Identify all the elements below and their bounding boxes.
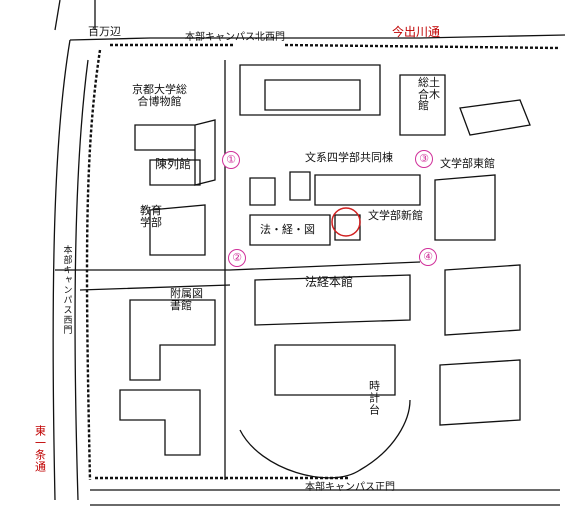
label-hokei-honkan: 法経本館 bbox=[305, 275, 354, 289]
road-higashi-ichijo bbox=[55, 261, 421, 291]
marker-4: ④ bbox=[419, 248, 437, 266]
building-small-1 bbox=[249, 171, 311, 206]
label-main-gate: 本部キャンパス正門 bbox=[305, 482, 395, 493]
building-hokei-honkan bbox=[254, 274, 411, 326]
label-north-west-gate: 本部キャンパス北西門 bbox=[185, 32, 285, 43]
road-south bbox=[90, 489, 560, 506]
label-bungakubu-higashikan: 文学部東館 bbox=[440, 157, 495, 170]
clock-tower-lawn bbox=[239, 399, 411, 479]
hedge-top bbox=[110, 43, 561, 50]
highlight-circle-bungakubu-shinkan bbox=[331, 207, 361, 237]
building-doboku bbox=[399, 74, 446, 136]
label-ho-kei-zu: 法・経・図 bbox=[260, 223, 315, 236]
label-bungakubu-shinkan: 文学部新館 bbox=[368, 209, 423, 222]
label-doboku-sogokan: 総土合木館 bbox=[418, 76, 440, 113]
label-tokeidai: 時計台 bbox=[367, 380, 381, 416]
label-chinretsukan: 陳列館 bbox=[155, 157, 192, 171]
building-south-west bbox=[119, 389, 201, 456]
building-ne bbox=[459, 99, 531, 136]
building-hokeizu bbox=[249, 214, 331, 246]
building-museum bbox=[134, 119, 216, 186]
building-north-main bbox=[239, 64, 381, 116]
building-east-1 bbox=[444, 264, 521, 336]
building-chinretsukan bbox=[149, 159, 201, 186]
building-tokeidai bbox=[274, 344, 396, 396]
label-higashi-ichijo-dori: 東一条通 bbox=[33, 425, 47, 473]
building-library bbox=[129, 299, 216, 381]
label-fuzoku-toshokan: 附属図書館 bbox=[170, 287, 203, 312]
label-imadegawa-dori: 今出川通 bbox=[392, 25, 441, 39]
building-bunkei bbox=[314, 174, 421, 206]
label-hyakumanben: 百万辺 bbox=[88, 25, 121, 38]
marker-2: ② bbox=[228, 249, 246, 267]
building-east-2 bbox=[439, 359, 521, 426]
label-west-gate: 本部キャンパス西門 bbox=[61, 245, 72, 335]
label-museum: 京都大学総合博物館 bbox=[132, 83, 187, 108]
marker-3: ③ bbox=[415, 150, 433, 168]
marker-1: ① bbox=[222, 151, 240, 169]
road-west bbox=[52, 39, 89, 501]
road-imadegawa bbox=[69, 34, 566, 41]
building-bungakubu-higashi bbox=[434, 174, 496, 241]
building-kyoiku bbox=[149, 204, 206, 256]
label-bunkei-kyodo: 文系四学部共同棟 bbox=[305, 151, 393, 164]
hedge-west bbox=[85, 49, 102, 481]
road-top-edge bbox=[54, 0, 96, 31]
label-kyoiku-gakubu: 教育学部 bbox=[140, 204, 162, 229]
